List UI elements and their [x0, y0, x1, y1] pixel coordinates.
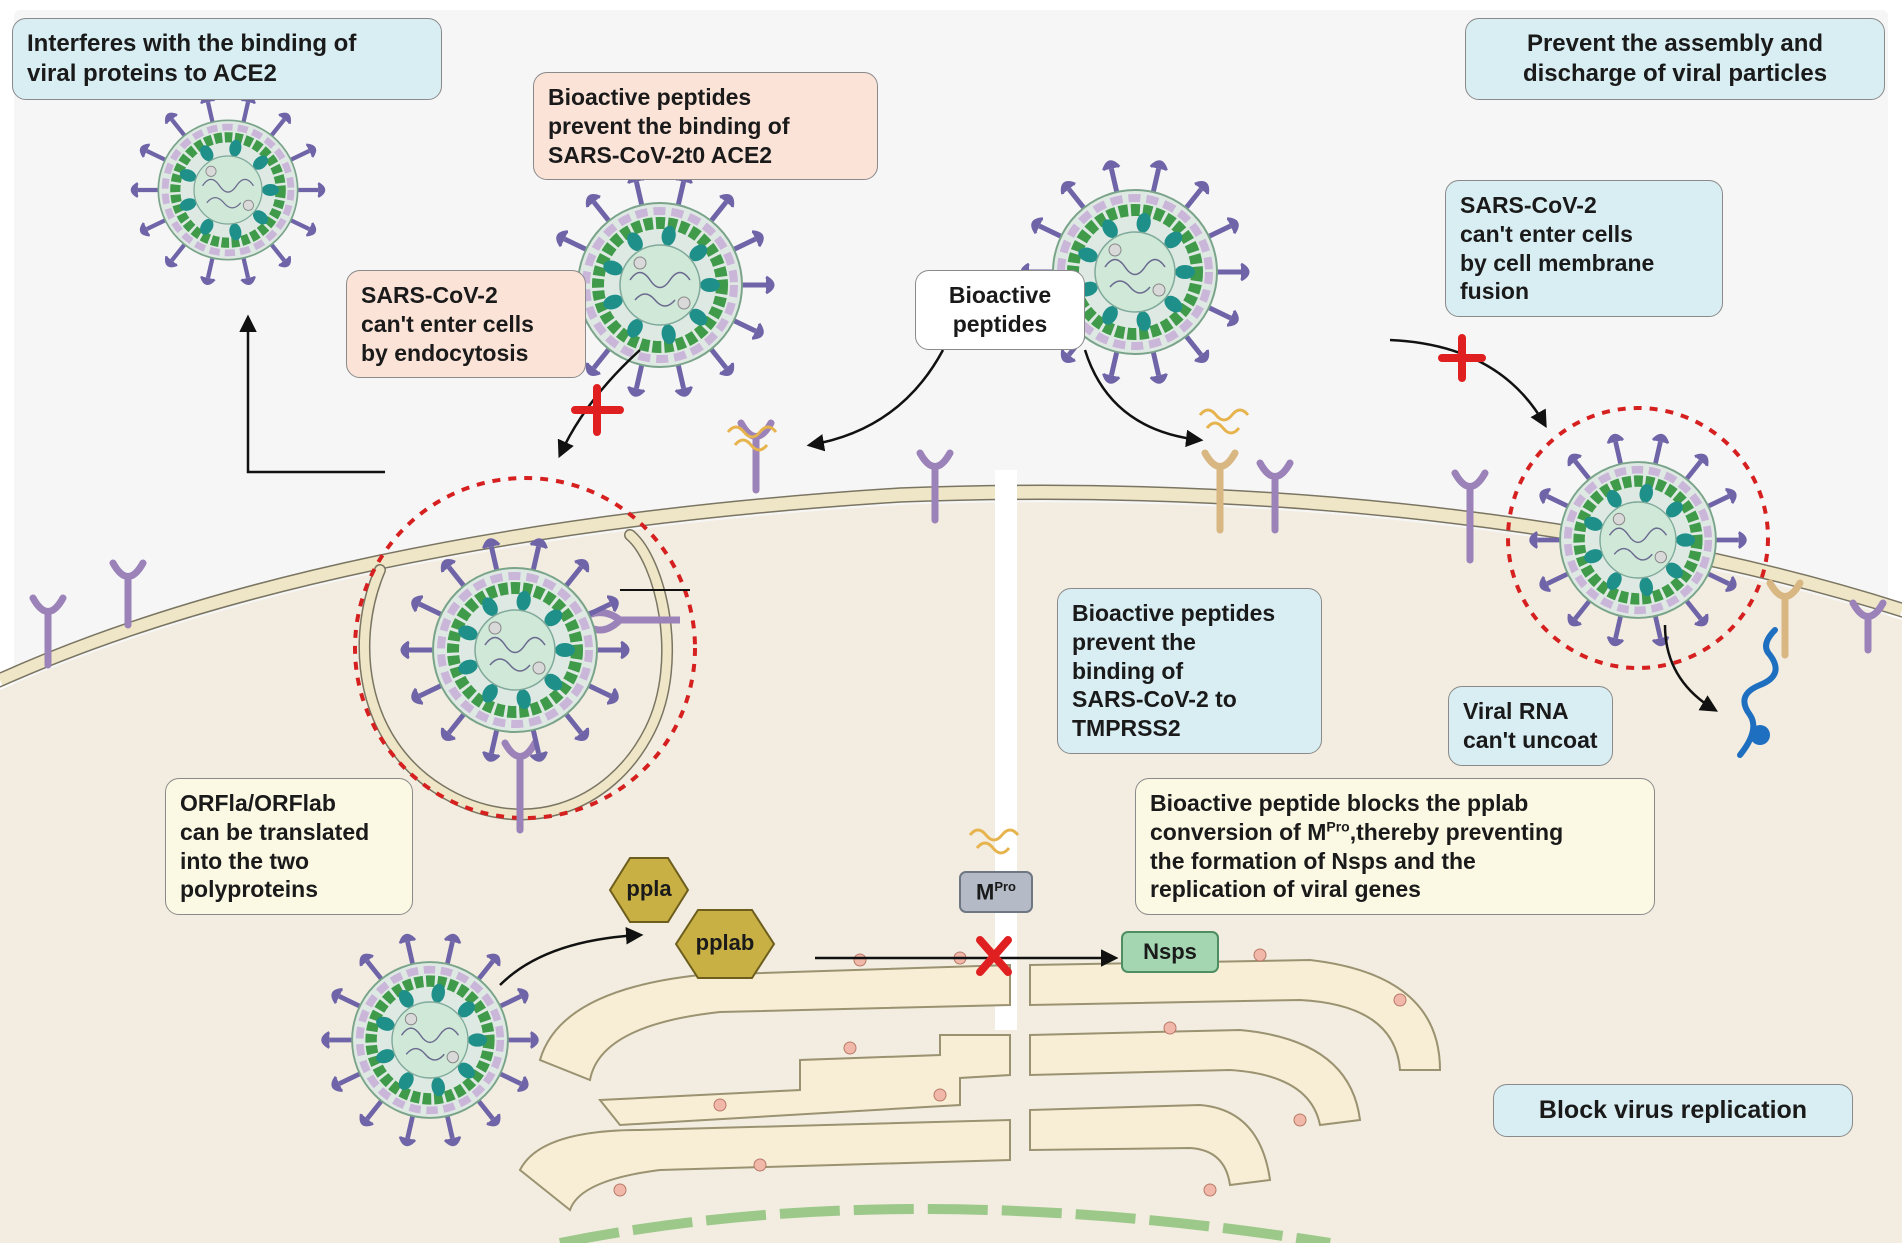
- nucleus-envelope: [559, 1204, 1331, 1243]
- label-line: Bioactive peptides: [1072, 600, 1276, 626]
- nsps-box: [1121, 931, 1219, 973]
- label-line: Interferes with the binding of: [27, 30, 357, 57]
- label-mpro-block: Bioactive peptide blocks the pplab conve…: [1135, 778, 1655, 915]
- tmprss2-receptors: [1201, 449, 1804, 659]
- label-line: fusion: [1460, 278, 1529, 305]
- label-line: into the two: [180, 847, 310, 874]
- label-line: binding of: [1072, 657, 1184, 684]
- label-line: SARS-CoV-2: [361, 282, 498, 308]
- label-line: Prevent the assembly and: [1526, 30, 1824, 57]
- viral-rna: [1737, 627, 1779, 758]
- ace2-receptors: [29, 419, 1887, 834]
- fusion-highlight: [1506, 406, 1770, 670]
- virus-particle: [400, 538, 630, 762]
- label-line: Bioactive peptide blocks the pplab: [1150, 790, 1529, 816]
- pplab-hexagon: [674, 909, 776, 979]
- tag-nsps: Nsps: [1143, 939, 1197, 964]
- mpro-box: [959, 871, 1033, 913]
- block-plus-endocytosis: [571, 384, 624, 436]
- ppla-hexagon: [608, 857, 690, 923]
- label-line: conversion of MPro,thereby preventing: [1150, 818, 1564, 845]
- label-viral-rna: Viral RNA can't uncoat: [1448, 686, 1613, 766]
- label-line: by cell membrane: [1460, 249, 1655, 276]
- tag-mpro-sup: Pro: [994, 879, 1016, 894]
- block-x-mpro: [976, 936, 1012, 976]
- label-bp-prevent-tmprss2: Bioactive peptides prevent the binding o…: [1057, 588, 1322, 754]
- label-line: can be translated: [180, 818, 370, 845]
- block-marks: [571, 334, 1486, 976]
- endocytosis-highlight: [353, 476, 697, 820]
- label-line: the formation of Nsps and the: [1150, 847, 1476, 874]
- virus-particle: [321, 933, 539, 1147]
- virus-particle: [1529, 433, 1747, 647]
- label-block-replication: Block virus replication: [1493, 1084, 1853, 1138]
- label-orf-translate: ORFla/ORFlab can be translated into the …: [165, 778, 413, 915]
- tag-pplab: pplab: [695, 930, 755, 955]
- label-no-endocytosis: SARS-CoV-2 can't enter cells by endocyto…: [346, 270, 586, 379]
- label-line: Viral RNA: [1463, 698, 1569, 724]
- arrows: [239, 314, 1719, 986]
- tag-mpro-main: M: [976, 879, 995, 905]
- label-bioactive-peptides: Bioactive peptides: [915, 270, 1085, 350]
- label-prevent-assembly: Prevent the assembly and discharge of vi…: [1465, 18, 1885, 100]
- label-line: can't uncoat: [1463, 726, 1598, 753]
- tag-ppla: ppla: [626, 876, 672, 901]
- label-line: viral proteins to ACE2: [27, 60, 277, 87]
- label-line: can't enter cells: [1460, 220, 1633, 247]
- label-line: Bioactive: [948, 282, 1052, 308]
- label-line: ORFla/ORFlab: [180, 790, 336, 816]
- label-line: Bioactive peptides: [548, 84, 752, 110]
- label-line: prevent the binding of: [548, 112, 790, 139]
- label-line: Block virus replication: [1538, 1096, 1808, 1124]
- label-line: prevent the: [1072, 628, 1196, 655]
- label-no-membrane-fusion: SARS-CoV-2 can't enter cells by cell mem…: [1445, 180, 1723, 317]
- label-line: SARS-CoV-2 to: [1072, 686, 1237, 713]
- label-line: discharge of viral particles: [1522, 60, 1828, 87]
- label-line: by endocytosis: [361, 339, 529, 366]
- label-bp-prevent-ace2: Bioactive peptides prevent the binding o…: [533, 72, 878, 181]
- label-line: can't enter cells: [361, 310, 534, 337]
- virus-particle: [545, 173, 775, 397]
- label-ace2-interference: Interferes with the binding of viral pro…: [12, 18, 442, 100]
- block-plus-fusion: [1438, 334, 1486, 382]
- label-line: replication of viral genes: [1150, 876, 1421, 903]
- tag-mpro: MPro: [960, 879, 1032, 905]
- peptide-squiggles: [726, 408, 1250, 855]
- label-line: polyproteins: [180, 876, 319, 903]
- label-line: TMPRSS2: [1072, 715, 1181, 741]
- label-line: SARS-CoV-2t0 ACE2: [548, 141, 773, 168]
- label-line: peptides: [952, 310, 1048, 337]
- label-line: SARS-CoV-2: [1460, 192, 1597, 218]
